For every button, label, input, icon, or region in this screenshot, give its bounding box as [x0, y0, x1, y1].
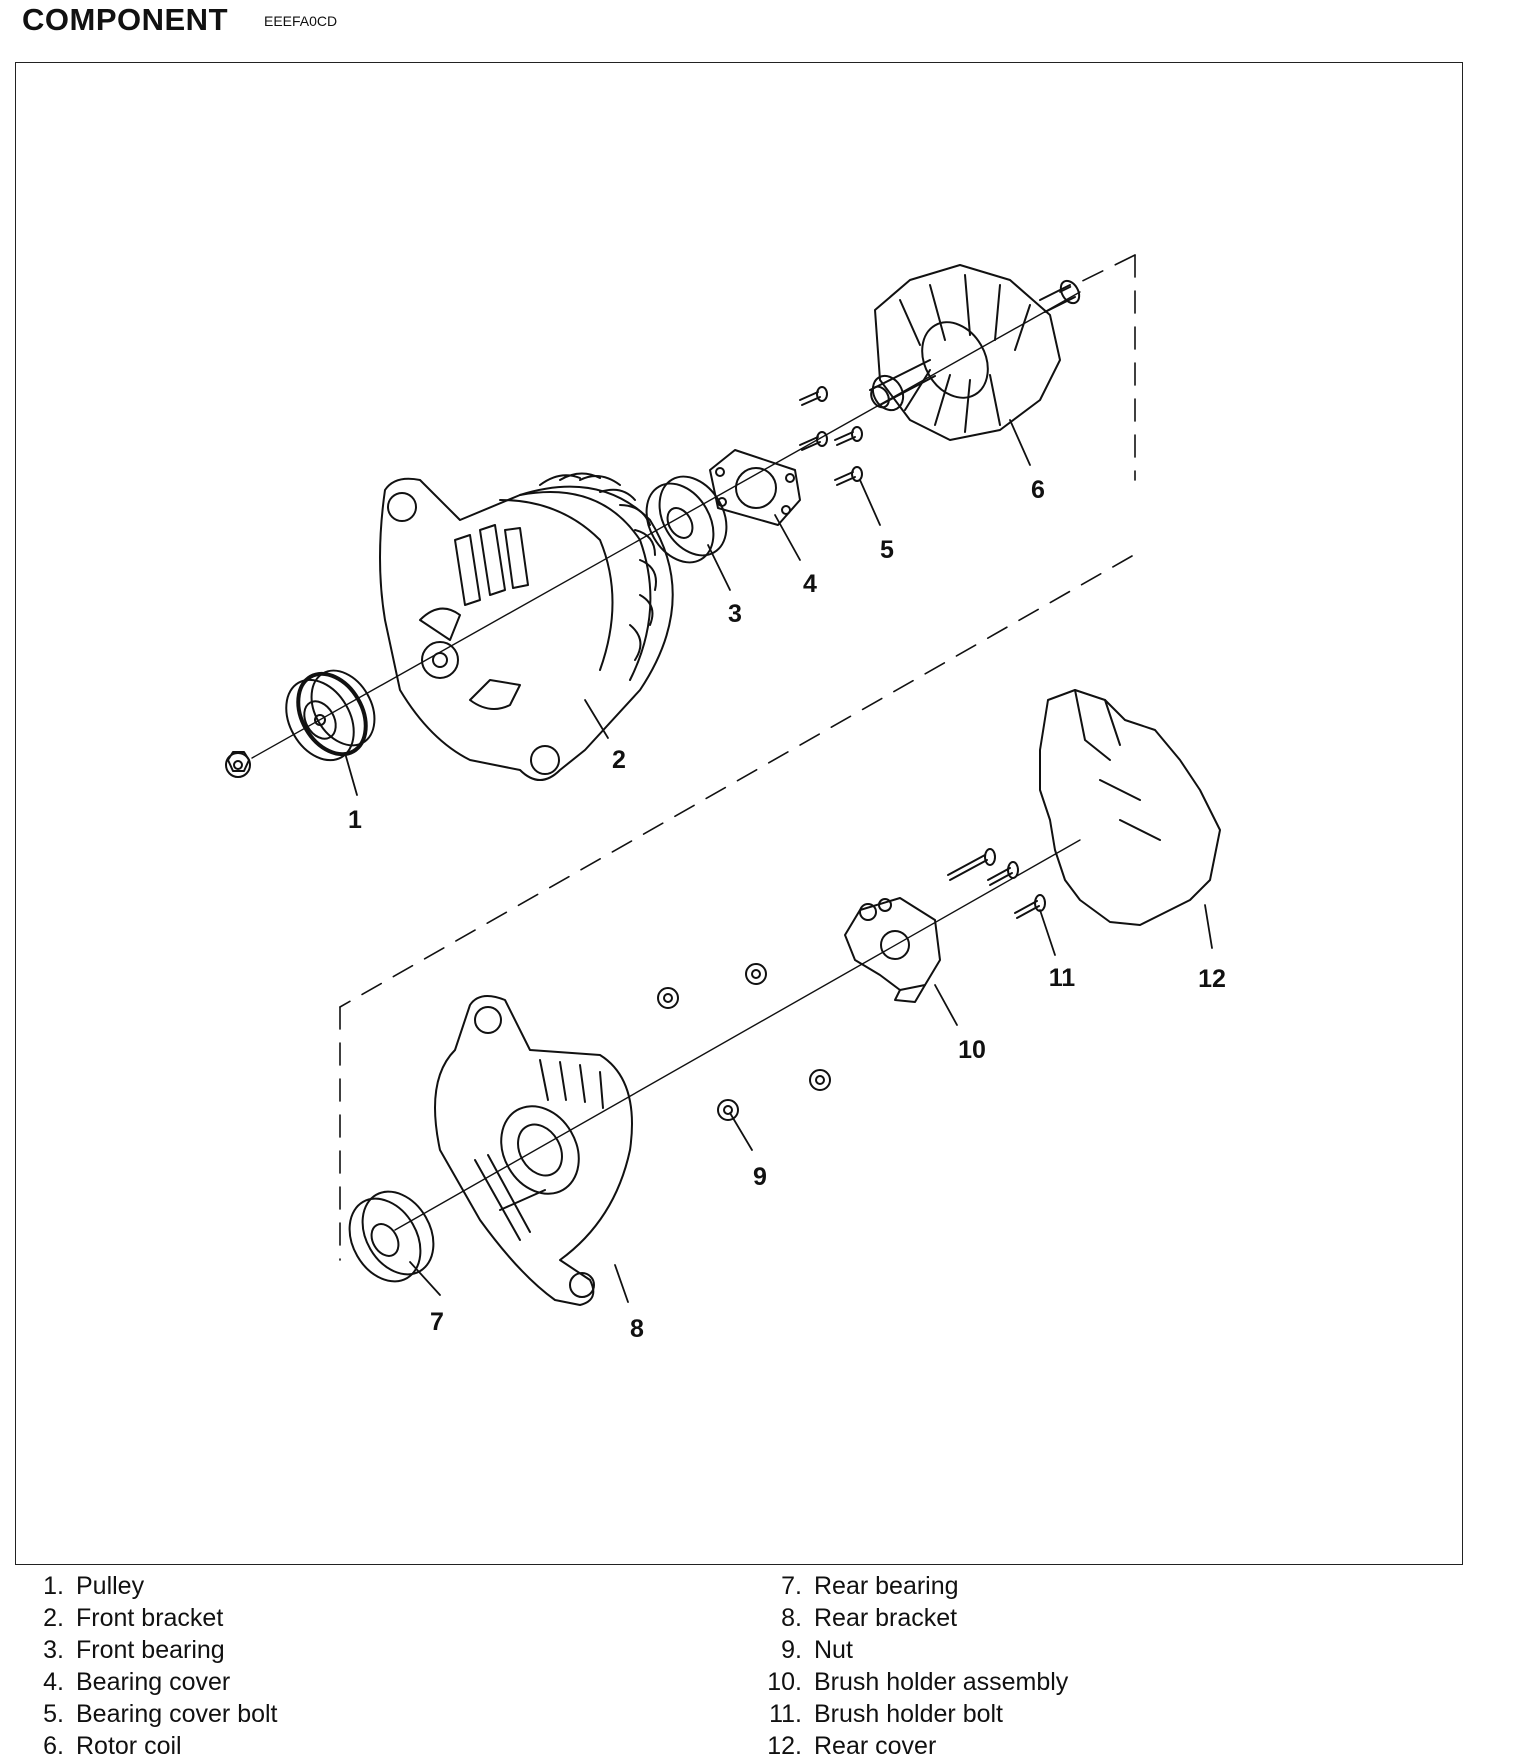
legend-item: 6. Rotor coil: [36, 1730, 278, 1762]
legend-label: Rotor coil: [76, 1732, 182, 1760]
brush-holder-assembly: [844, 897, 941, 1003]
legend-number: 9.: [781, 1636, 802, 1664]
rear-cover: [1039, 689, 1221, 926]
callout-6: 6: [1031, 476, 1045, 504]
page-header: COMPONENT EEEFA0CD: [22, 2, 337, 38]
legend-left-column: 1. Pulley 2. Front bracket 3. Front bearing…: [36, 1570, 278, 1762]
legend-number: 3.: [43, 1636, 64, 1664]
nuts: [657, 963, 831, 1121]
legend-number: 12.: [767, 1732, 802, 1760]
legend-item: 4. Bearing cover: [36, 1666, 278, 1698]
legend-number: 7.: [781, 1572, 802, 1600]
callout-4: 4: [803, 570, 817, 598]
legend-label: Pulley: [76, 1572, 145, 1600]
callout-3: 3: [728, 600, 742, 628]
assembly-guide-lines: [339, 254, 1136, 1261]
rotor-coil: [869, 264, 1081, 441]
legend-label: Brush holder assembly: [814, 1668, 1069, 1696]
leader-lines: [344, 419, 1213, 1303]
legend-number: 1.: [43, 1572, 64, 1600]
legend-item: 2. Front bracket: [36, 1602, 278, 1634]
pulley-nut: [225, 751, 251, 778]
legend-item: 8. Rear bracket: [762, 1602, 1068, 1634]
legend-number: 4.: [43, 1668, 64, 1696]
upper-shaft-axis: [251, 291, 1081, 759]
callout-7: 7: [430, 1308, 444, 1336]
callout-numbers: 1 2 3 4 5 6 7 8 9 10 11 12: [348, 476, 1226, 1343]
legend-label: Rear bracket: [814, 1604, 958, 1632]
lower-shaft-axis: [394, 839, 1081, 1231]
legend-item: 10. Brush holder assembly: [762, 1666, 1068, 1698]
pulley: [285, 669, 376, 762]
legend-item: 3. Front bearing: [36, 1634, 278, 1666]
legend-label: Rear bearing: [814, 1572, 959, 1600]
legend-label: Bearing cover: [76, 1668, 231, 1696]
document-code: EEEFA0CD: [264, 13, 338, 29]
legend-label: Front bracket: [76, 1604, 224, 1632]
rear-bracket: [434, 995, 633, 1306]
legend-label: Rear cover: [814, 1732, 937, 1760]
legend-item: 7. Rear bearing: [762, 1570, 1068, 1602]
legend-number: 10.: [767, 1668, 802, 1696]
front-bearing: [645, 475, 728, 564]
callout-8: 8: [630, 1315, 644, 1343]
legend-right-column: 7. Rear bearing 8. Rear bracket 9. Nut 10. B…: [762, 1570, 1068, 1762]
legend-number: 8.: [781, 1604, 802, 1632]
callout-10: 10: [958, 1036, 986, 1064]
legend-label: Front bearing: [76, 1636, 225, 1664]
diagram-frame: [15, 62, 1463, 1565]
callout-11: 11: [1049, 964, 1076, 992]
callout-1: 1: [348, 806, 362, 834]
legend-number: 6.: [43, 1732, 64, 1760]
legend-item: 5. Bearing cover bolt: [36, 1698, 278, 1730]
legend-label: Brush holder bolt: [814, 1700, 1004, 1728]
legend-number: 11.: [769, 1700, 802, 1728]
legend-item: 11. Brush holder bolt: [762, 1698, 1068, 1730]
legend-item: 1. Pulley: [36, 1570, 278, 1602]
front-bracket: [379, 472, 674, 781]
brush-holder-bolts: [947, 848, 1046, 919]
legend-number: 5.: [43, 1700, 64, 1728]
legend-item: 12. Rear cover: [762, 1730, 1068, 1762]
legend-number: 2.: [43, 1604, 64, 1632]
page-title: COMPONENT: [22, 2, 228, 37]
callout-9: 9: [753, 1163, 767, 1191]
legend-item: 9. Nut: [762, 1634, 1068, 1666]
bearing-cover-bolts: [799, 386, 863, 486]
callout-12: 12: [1198, 965, 1226, 993]
bearing-cover: [709, 449, 801, 526]
rear-bearing: [348, 1190, 435, 1283]
callout-2: 2: [612, 746, 626, 774]
legend-label: Nut: [814, 1636, 853, 1664]
callout-5: 5: [880, 536, 894, 564]
legend-label: Bearing cover bolt: [76, 1700, 278, 1728]
